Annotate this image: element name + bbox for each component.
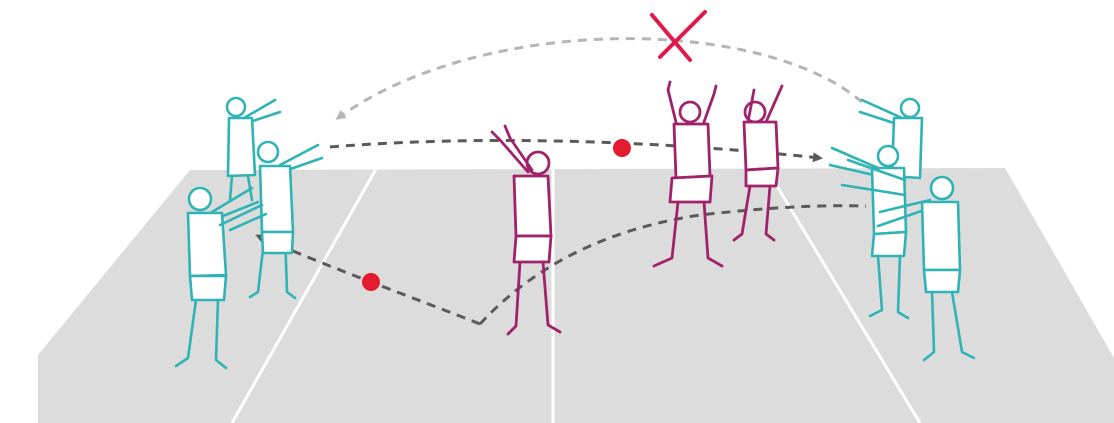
cross-mark-icon	[652, 12, 705, 60]
ball-icon	[613, 139, 631, 157]
ball-icon	[362, 273, 380, 291]
forbidden-pass-arrow	[338, 39, 862, 118]
